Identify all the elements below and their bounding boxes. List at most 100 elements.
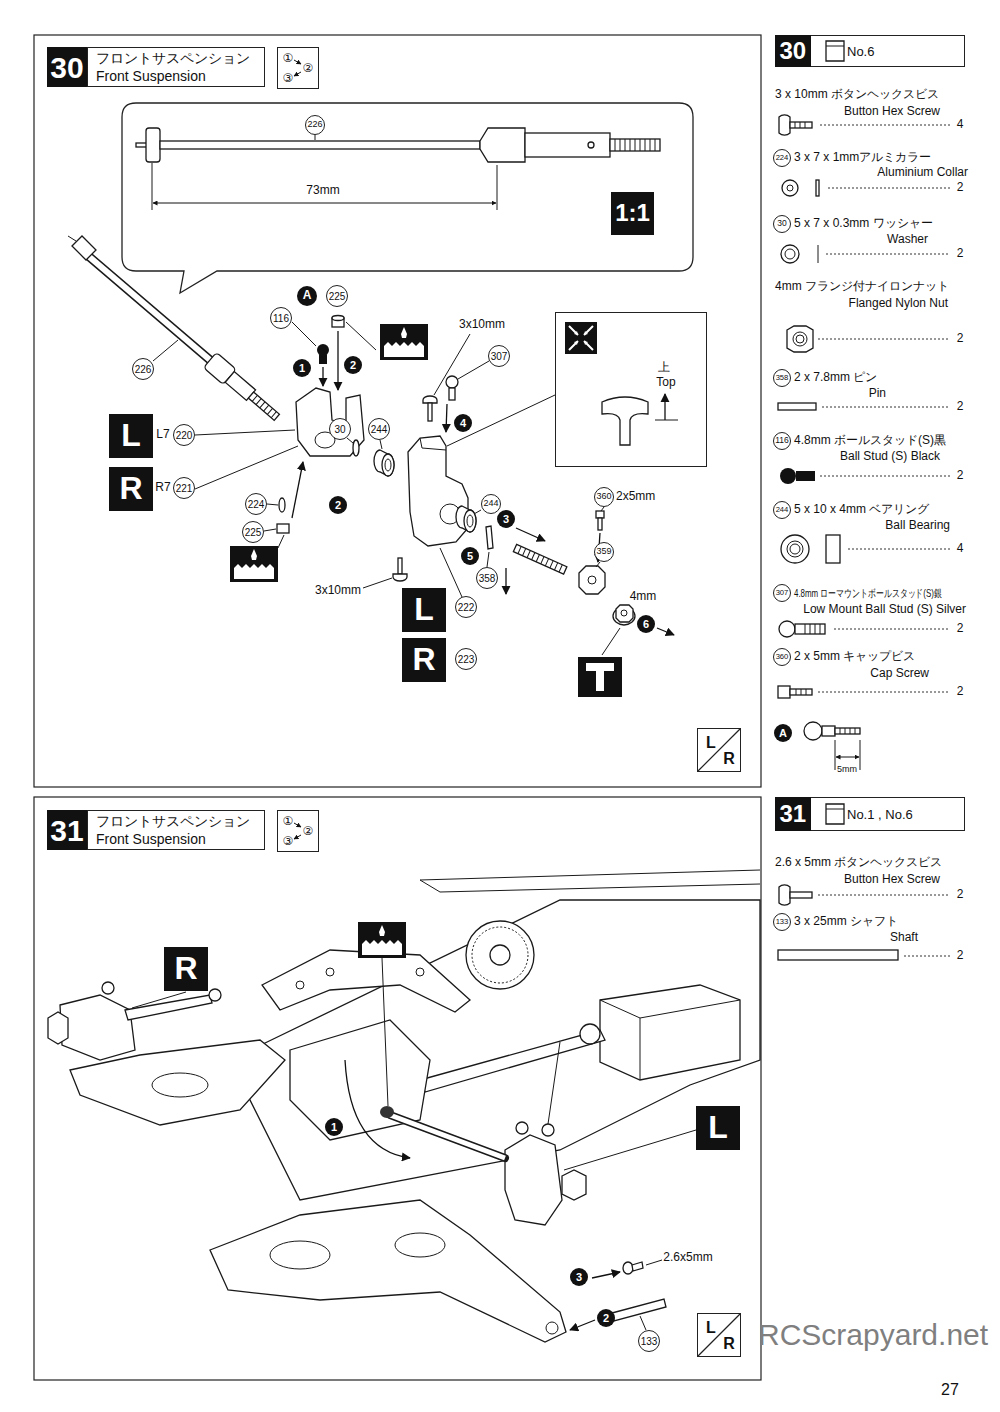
order-arrows — [294, 72, 301, 76]
node-text: L — [121, 418, 141, 453]
side-box: R — [109, 467, 153, 511]
screws — [446, 376, 458, 388]
node-text: ① — [283, 52, 294, 65]
chassis-illustration — [420, 870, 760, 892]
callout-bubble: 73mm2261:1 — [122, 103, 693, 271]
callout-number: 221 — [173, 477, 195, 499]
part-label: 2 — [957, 181, 964, 195]
side-box: L — [696, 1106, 740, 1150]
node-text: 226 — [135, 364, 152, 375]
driveshaft-1to1 — [480, 128, 525, 162]
callout-number: 226 — [305, 115, 325, 135]
node-text: R — [723, 750, 735, 768]
washer-bearing — [382, 454, 394, 476]
order-arrows — [294, 823, 301, 827]
step-number: 5 — [461, 547, 479, 565]
driveshaft-226 — [86, 254, 210, 360]
node-text: 244 — [371, 424, 388, 435]
ball-stud-black — [292, 322, 329, 386]
count-leader — [818, 125, 950, 956]
order-arrows — [294, 60, 301, 839]
washer-bearing — [353, 440, 359, 456]
parts-icons — [779, 885, 790, 905]
callout-number: 359 — [594, 542, 614, 562]
node-text: Front Suspension — [96, 69, 206, 84]
part-label: 2 — [957, 332, 964, 346]
callout-number: 223 — [455, 648, 477, 670]
node-text: 上 — [658, 361, 670, 374]
parts-icons — [796, 471, 815, 481]
panel-frame — [34, 35, 761, 1380]
part-label: 2.6 x 5mm ボタンヘックスビス — [775, 856, 942, 870]
count-leader — [818, 125, 950, 956]
node-text: 116 — [775, 436, 789, 445]
step-number: 2 — [329, 496, 347, 514]
parts-icons — [790, 689, 812, 695]
axle-pin — [487, 552, 489, 567]
bag-header: No.630 — [775, 35, 965, 67]
side-box: L — [109, 414, 153, 458]
divider — [698, 1314, 740, 1356]
callout-number: 307 — [773, 584, 791, 602]
node-text: 358 — [776, 374, 789, 382]
page-number: 27 — [941, 1381, 959, 1399]
parts-icons — [835, 728, 860, 734]
part-label: 3x10mm — [459, 318, 505, 332]
node-text: フロントサスペンション — [96, 51, 250, 66]
node-text: ② — [303, 62, 314, 75]
node-text: ① — [283, 815, 294, 828]
callout-number: 360 — [594, 487, 614, 507]
driveshaft-1to1 — [152, 163, 497, 210]
parts-icons — [781, 535, 809, 563]
callout-number: 133 — [773, 913, 791, 931]
washer-bearing — [347, 438, 353, 443]
callout-number: 30 — [329, 418, 351, 440]
node-text: L — [414, 592, 434, 627]
callout-number: 220 — [173, 424, 195, 446]
orientation-inset — [569, 326, 593, 350]
step-number: 1 — [293, 359, 311, 377]
knuckle — [408, 395, 555, 597]
parts-icons — [787, 185, 793, 191]
node-text: 222 — [458, 602, 475, 613]
node-text: R — [119, 471, 142, 506]
chassis-illustration — [516, 1122, 528, 1134]
driveshaft-1to1 — [315, 135, 316, 140]
part-label: Cap Screw — [870, 667, 929, 681]
hub-carrier — [296, 388, 364, 456]
chassis-illustration — [416, 968, 424, 976]
chassis-illustration — [632, 1262, 643, 1271]
knuckle — [467, 515, 473, 527]
driveshaft-1to1 — [615, 139, 655, 151]
parts-icons — [790, 122, 812, 128]
chassis-illustration — [600, 1000, 740, 1080]
callout-number: 225 — [326, 285, 348, 307]
callout-number: 360 — [773, 648, 791, 666]
flanged-nut — [578, 657, 622, 697]
node-text: 360 — [596, 492, 611, 502]
screws — [423, 396, 437, 403]
driveshaft-226 — [248, 392, 279, 420]
node-text: ③ — [283, 72, 294, 85]
node-text: 30 — [334, 424, 345, 435]
parts-icons — [796, 689, 806, 695]
part-label: 3 x 7 x 1mmアルミカラー — [794, 151, 931, 165]
parts-icons — [795, 624, 825, 634]
node-text: 31 — [50, 814, 83, 847]
part-label: Washer — [887, 233, 928, 247]
driveshaft-226 — [252, 395, 276, 417]
node-text: 30 — [50, 51, 83, 84]
knuckle — [464, 510, 476, 532]
node-text: 2 — [603, 1312, 609, 1324]
hex-hub — [579, 566, 605, 594]
parts-icons — [778, 115, 898, 960]
part-label: 2 — [957, 469, 964, 483]
driveshaft-226 — [72, 236, 96, 260]
chassis-illustration — [230, 900, 760, 1200]
parts-icons — [782, 180, 798, 196]
part-label: Button Hex Screw — [844, 873, 940, 887]
parts-icons — [795, 122, 805, 128]
part-label: R7 — [155, 481, 170, 495]
